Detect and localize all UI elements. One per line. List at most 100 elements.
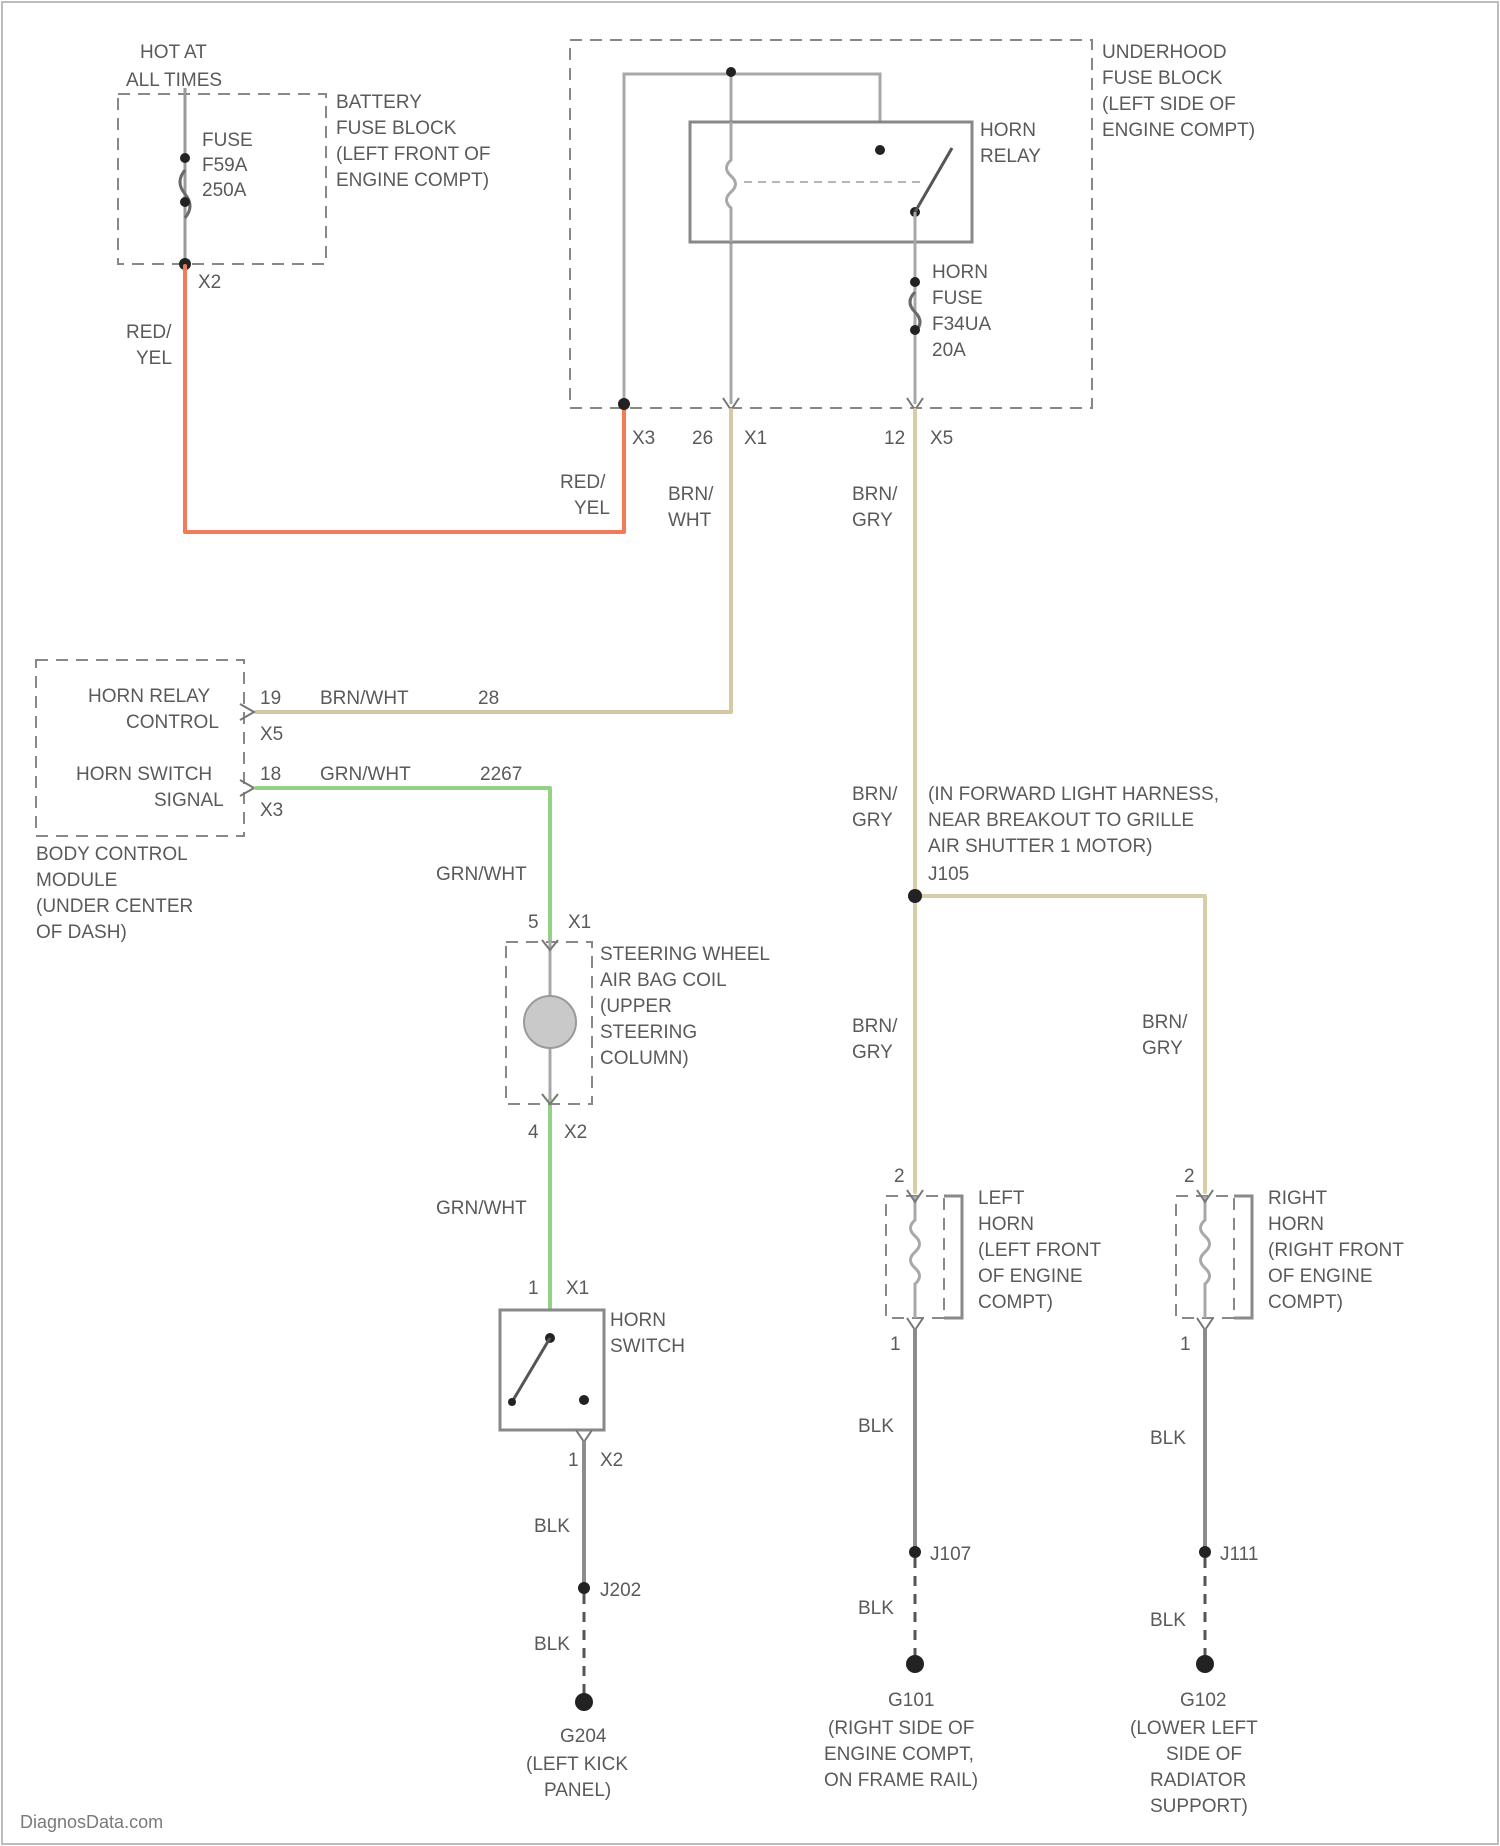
bcm-pin-18-symbol (240, 780, 254, 796)
ground-g101-desc-3: ON FRAME RAIL) (824, 1770, 978, 1791)
watermark: DiagnosData.com (20, 1812, 163, 1832)
battery-fuse-block: HOT AT ALL TIMES FUSE F59A 250A X2 BATTE… (118, 42, 490, 293)
blk-label-4: BLK (858, 1598, 894, 1619)
right-horn-name-2: HORN (1268, 1214, 1324, 1235)
right-horn-name-4: OF ENGINE (1268, 1266, 1373, 1287)
x3-terminal (618, 398, 630, 410)
ground-g101-desc-2: ENGINE COMPT, (824, 1744, 974, 1765)
left-horn-bell (944, 1196, 962, 1318)
bcm-pin-19: 19 (260, 688, 281, 709)
brn-gry-label-4: GRY (852, 810, 893, 831)
horn-switch-pin-top: 1 (528, 1278, 539, 1299)
pin-x5-number: 12 (884, 428, 905, 449)
left-horn-name-3: (LEFT FRONT (978, 1240, 1102, 1261)
relay-junction (726, 67, 736, 77)
pin-x1-conn: X1 (744, 428, 767, 449)
circuit-28-label: 28 (478, 688, 499, 709)
ground-g204-symbol (575, 1693, 593, 1711)
coil-name-2: AIR BAG COIL (600, 970, 727, 991)
circuit-2267-label: 2267 (480, 764, 522, 785)
horn-fuse-label-2: FUSE (932, 288, 983, 309)
air-bag-coil: 5 X1 4 X2 STEERING WHEEL AIR BAG COIL (U… (506, 912, 770, 1143)
battery-block-name-1: BATTERY (336, 92, 422, 113)
bcm-signal-2-label-1: HORN SWITCH (76, 764, 212, 785)
bcm-name-4: OF DASH) (36, 922, 127, 943)
bcm-name-3: (UNDER CENTER (36, 896, 193, 917)
coil-name-4: STEERING (600, 1022, 697, 1043)
bcm-pin-18: 18 (260, 764, 281, 785)
horn-switch-name-2: SWITCH (610, 1336, 685, 1357)
right-horn-pin-top: 2 (1184, 1166, 1195, 1187)
battery-block-name-3: (LEFT FRONT OF (336, 144, 490, 165)
horn-switch-pivot (508, 1398, 516, 1406)
splice-j107-dot (909, 1546, 921, 1558)
red-yel-label-3: RED/ (560, 472, 606, 493)
coil-pin-bottom: 4 (528, 1122, 539, 1143)
battery-connector-label: X2 (198, 272, 221, 293)
splice-j107-label: J107 (930, 1544, 971, 1565)
underhood-name-2: FUSE BLOCK (1102, 68, 1223, 89)
horn-switch-contact-bottom (579, 1395, 589, 1405)
relay-label-2: RELAY (980, 146, 1041, 167)
battery-block-name-4: ENGINE COMPT) (336, 170, 489, 191)
pin-x3-conn: X3 (632, 428, 655, 449)
left-horn: 2 1 LEFT HORN (LEFT FRONT OF ENGINE COMP… (886, 1166, 1102, 1355)
underhood-fuse-block: UNDERHOOD FUSE BLOCK (LEFT SIDE OF ENGIN… (570, 40, 1255, 449)
fuse-label-1: FUSE (202, 130, 253, 151)
brn-gry-label-6: GRY (852, 1042, 893, 1063)
fuse-terminal-bottom (180, 197, 190, 207)
horn-fuse-label-4: 20A (932, 340, 966, 361)
brn-wht-label-1: BRN/ (668, 484, 714, 505)
bcm-conn-x3: X3 (260, 800, 283, 821)
blk-label-5: BLK (1150, 1428, 1186, 1449)
red-yel-label-1: RED/ (126, 322, 172, 343)
ground-g102-desc-3: RADIATOR (1150, 1770, 1246, 1791)
pin-x1-number: 26 (692, 428, 713, 449)
coil-conn-bottom: X2 (564, 1122, 587, 1143)
splice-j105-dot (908, 889, 922, 903)
hot-label-2: ALL TIMES (126, 70, 222, 91)
ground-g101-id: G101 (888, 1690, 934, 1711)
horn-switch-box (500, 1310, 604, 1430)
ground-g102-desc-2: SIDE OF (1166, 1744, 1242, 1765)
splice-note-3: AIR SHUTTER 1 MOTOR) (928, 836, 1153, 857)
fuse-terminal-top (180, 153, 190, 163)
ground-g101-symbol (906, 1655, 924, 1673)
horn-switch-name-1: HORN (610, 1310, 666, 1331)
brn-wht-label-2: WHT (668, 510, 712, 531)
splice-id: J105 (928, 864, 969, 885)
splice-note-2: NEAR BREAKOUT TO GRILLE (928, 810, 1194, 831)
pin-x5-conn: X5 (930, 428, 953, 449)
coil-name-3: (UPPER (600, 996, 672, 1017)
brn-gry-label-1: BRN/ (852, 484, 898, 505)
brn-gry-label-8: GRY (1142, 1038, 1183, 1059)
right-horn: 2 1 RIGHT HORN (RIGHT FRONT OF ENGINE CO… (1176, 1166, 1404, 1355)
splice-j111-dot (1199, 1546, 1211, 1558)
right-horn-pin-bottom: 1 (1180, 1334, 1191, 1355)
grn-wht-label-1: GRN/WHT (436, 864, 527, 885)
grn-wht-label-2: GRN/WHT (436, 1198, 527, 1219)
bcm-name-1: BODY CONTROL (36, 844, 188, 865)
brn-wht-inline-label: BRN/WHT (320, 688, 409, 709)
left-horn-name-5: COMPT) (978, 1292, 1053, 1313)
ground-g204-id: G204 (560, 1726, 607, 1747)
horn-fuse-label-3: F34UA (932, 314, 991, 335)
coil-pin-top: 5 (528, 912, 539, 933)
grn-wht-inline-label: GRN/WHT (320, 764, 411, 785)
horn-switch-conn-top: X1 (566, 1278, 589, 1299)
right-horn-name-5: COMPT) (1268, 1292, 1343, 1313)
brn-gry-label-2: GRY (852, 510, 893, 531)
right-horn-name-1: RIGHT (1268, 1188, 1328, 1209)
ground-g102-desc-4: SUPPORT) (1150, 1796, 1248, 1817)
left-horn-coil (911, 1196, 920, 1318)
splice-note-1: (IN FORWARD LIGHT HARNESS, (928, 784, 1219, 805)
blk-label-6: BLK (1150, 1610, 1186, 1631)
red-yel-label-4: YEL (574, 498, 610, 519)
battery-fuse-block-outline (118, 94, 326, 264)
underhood-name-3: (LEFT SIDE OF (1102, 94, 1236, 115)
brn-wht-wire (256, 410, 731, 712)
right-horn-coil (1201, 1196, 1210, 1318)
splice-j202-dot (578, 1582, 590, 1594)
horn-switch: 1 X1 1 X2 HORN SWITCH (500, 1278, 685, 1471)
bcm-pin-19-symbol (240, 704, 254, 720)
